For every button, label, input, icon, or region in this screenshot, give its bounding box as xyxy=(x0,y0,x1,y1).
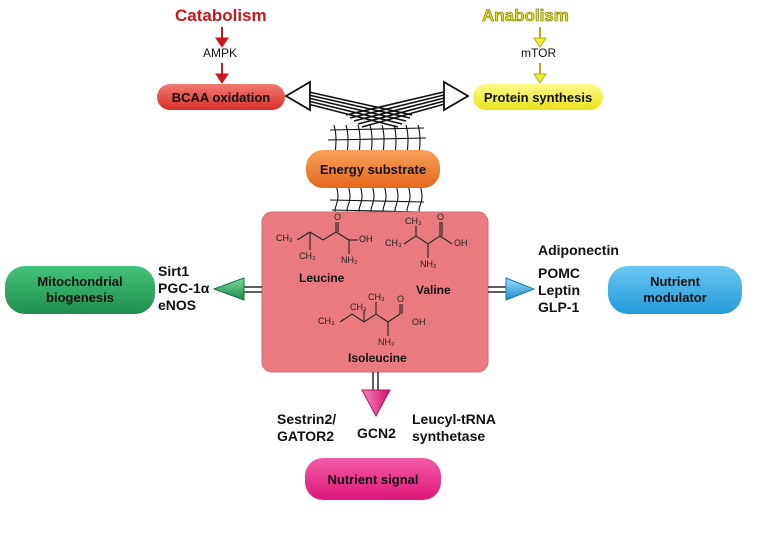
mtor-label: mTOR xyxy=(521,46,557,60)
modulator-line-1: Nutrient xyxy=(650,274,700,289)
glp1-label: GLP-1 xyxy=(538,299,580,315)
pomc-label: POMC xyxy=(538,265,580,281)
adiponectin-label: Adiponectin xyxy=(538,242,619,258)
energy-substrate-label: Energy substrate xyxy=(319,161,427,177)
protein-synthesis-box xyxy=(473,84,603,110)
gcn2-label: GCN2 xyxy=(357,425,396,441)
catabolism-arrows xyxy=(215,27,229,84)
valine-ch3-a: CH₃ xyxy=(385,238,402,248)
isoleucine-nh2: NH₂ xyxy=(378,337,395,347)
isoleucine-oh: OH xyxy=(412,317,426,327)
valine-structure xyxy=(403,222,453,258)
mito-line-1: Mitochondrial xyxy=(37,274,123,289)
sestrin2-line: Sestrin2/ xyxy=(277,411,337,427)
bcaa-oxidation-box xyxy=(157,84,285,110)
leucine-structure xyxy=(296,222,358,254)
valine-oh: OH xyxy=(454,238,468,248)
protein-synthesis-label: Protein synthesis xyxy=(483,89,593,105)
leucine-nh2: NH₂ xyxy=(341,255,358,265)
leucine-o: O xyxy=(334,212,342,222)
valine-o: O xyxy=(437,212,445,222)
mitochondrial-biogenesis-box xyxy=(5,266,155,314)
right-mediators: POMC Leptin GLP-1 xyxy=(538,265,580,316)
leucine-label: Leucine xyxy=(299,271,345,285)
isoleucine-ch3-b: CH₃ xyxy=(350,302,367,312)
leucine-ch3-b: CH₃ xyxy=(299,251,316,261)
modulator-line-2: modulator xyxy=(643,290,707,305)
leucine-ch3-a: CH₃ xyxy=(276,233,293,243)
ampk-label: AMPK xyxy=(203,46,238,60)
anabolism-arrows xyxy=(533,27,547,84)
gator2-line: GATOR2 xyxy=(277,428,335,444)
enos-label: eNOS xyxy=(158,297,197,313)
right-arrow xyxy=(488,277,536,301)
isoleucine-label: Isoleucine xyxy=(348,351,407,365)
leucyl-trna-line: Leucyl-tRNA xyxy=(412,411,497,427)
down-arrow xyxy=(361,372,391,418)
mitochondrial-biogenesis-label: Mitochondrial biogenesis xyxy=(5,266,155,314)
synthetase-line: synthetase xyxy=(412,428,486,444)
left-arrow xyxy=(212,277,262,301)
isoleucine-ch3-a: CH₃ xyxy=(318,316,335,326)
catabolism-title: Catabolism xyxy=(175,6,267,25)
isoleucine-ch3-c: CH₃ xyxy=(368,292,385,302)
sestrin-gator-label: Sestrin2/ GATOR2 xyxy=(277,411,336,445)
bcaa-oxidation-label: BCAA oxidation xyxy=(171,89,271,105)
nutrient-signal-label: Nutrient signal xyxy=(327,471,419,487)
sirt1-label: Sirt1 xyxy=(158,263,190,279)
leucyl-trna-label: Leucyl-tRNA synthetase xyxy=(412,411,496,445)
nutrient-modulator-label: Nutrient modulator xyxy=(608,266,742,314)
anabolism-title: Anabolism xyxy=(482,6,570,26)
nutrient-signal-box xyxy=(305,458,441,500)
left-mediators: Sirt1 PGC-1α eNOS xyxy=(158,263,209,314)
nutrient-modulator-box xyxy=(608,266,742,314)
energy-substrate-box xyxy=(306,150,440,188)
valine-nh2: NH₂ xyxy=(420,259,437,269)
isoleucine-structure xyxy=(339,302,403,336)
pgc1a-label: PGC-1α xyxy=(158,280,210,296)
leptin-label: Leptin xyxy=(538,282,580,298)
isoleucine-o: O xyxy=(397,294,405,304)
mito-line-2: biogenesis xyxy=(46,290,114,305)
valine-ch3-b: CH₃ xyxy=(405,216,422,226)
valine-label: Valine xyxy=(416,283,451,297)
balance-lines xyxy=(284,80,470,128)
leucine-oh: OH xyxy=(359,234,373,244)
